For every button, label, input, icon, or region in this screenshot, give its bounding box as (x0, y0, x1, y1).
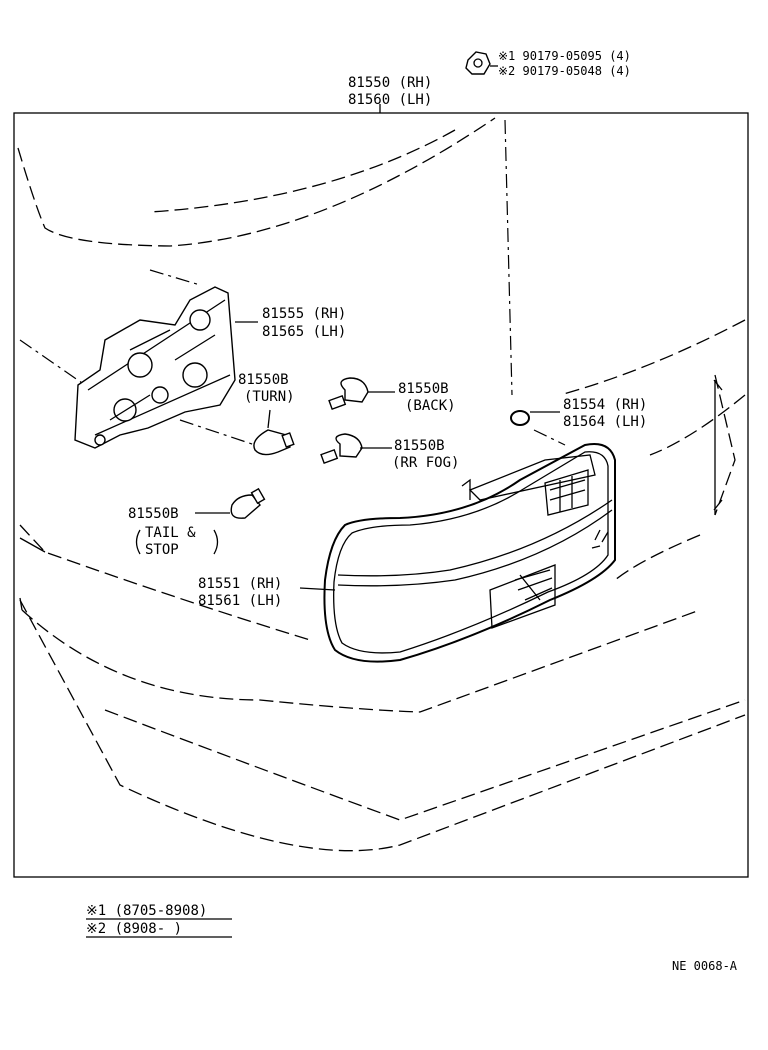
lamp-assy-lh-label: 81560 (LH) (348, 92, 432, 108)
bulb-fog-icon (320, 433, 363, 464)
bulb-tail-icon (230, 487, 266, 519)
nut-note2-label: ※2 90179-05048 (4) (498, 64, 631, 78)
rear-lens (323, 443, 616, 663)
tail-bracket-left (135, 529, 141, 555)
gasket-icon (510, 410, 530, 426)
socket-plate-rh-label: 81555 (RH) (262, 306, 346, 322)
bulb-turn-desc-label: (TURN) (244, 389, 295, 405)
bulb-back-icon (328, 377, 369, 410)
socket-plate-lh-label: 81565 (LH) (262, 324, 346, 340)
lens-rh-label: 81551 (RH) (198, 576, 282, 592)
bulb-back-desc-label: (BACK) (405, 398, 456, 414)
gasket-lh-label: 81564 (LH) (563, 414, 647, 430)
footnote-1: ※1 (8705-8908) (86, 903, 207, 919)
leader-lines (195, 65, 560, 591)
reference-code: NE 0068-A (672, 959, 738, 973)
bulb-turn-num-label: 81550B (238, 372, 289, 388)
body-outline (17, 117, 746, 852)
bulb-back-num-label: 81550B (398, 381, 449, 397)
bulb-tail-desc2-label: STOP (145, 542, 179, 558)
bulb-fog-num-label: 81550B (394, 438, 445, 454)
bulb-tail-num-label: 81550B (128, 506, 179, 522)
nut-icon (465, 51, 491, 75)
tail-bracket-right (213, 529, 219, 555)
socket-plate (74, 286, 236, 449)
nut-note1-label: ※1 90179-05095 (4) (498, 49, 631, 63)
bulb-tail-desc1-label: TAIL & (145, 525, 196, 541)
bulb-turn-icon (253, 429, 295, 456)
bulb-fog-desc-label: (RR FOG) (392, 455, 459, 471)
footnote-2: ※2 (8908- ) (86, 921, 182, 937)
diagram-frame (13, 112, 749, 878)
gasket-rh-label: 81554 (RH) (563, 397, 647, 413)
lens-lh-label: 81561 (LH) (198, 593, 282, 609)
lamp-assy-rh-label: 81550 (RH) (348, 75, 432, 91)
